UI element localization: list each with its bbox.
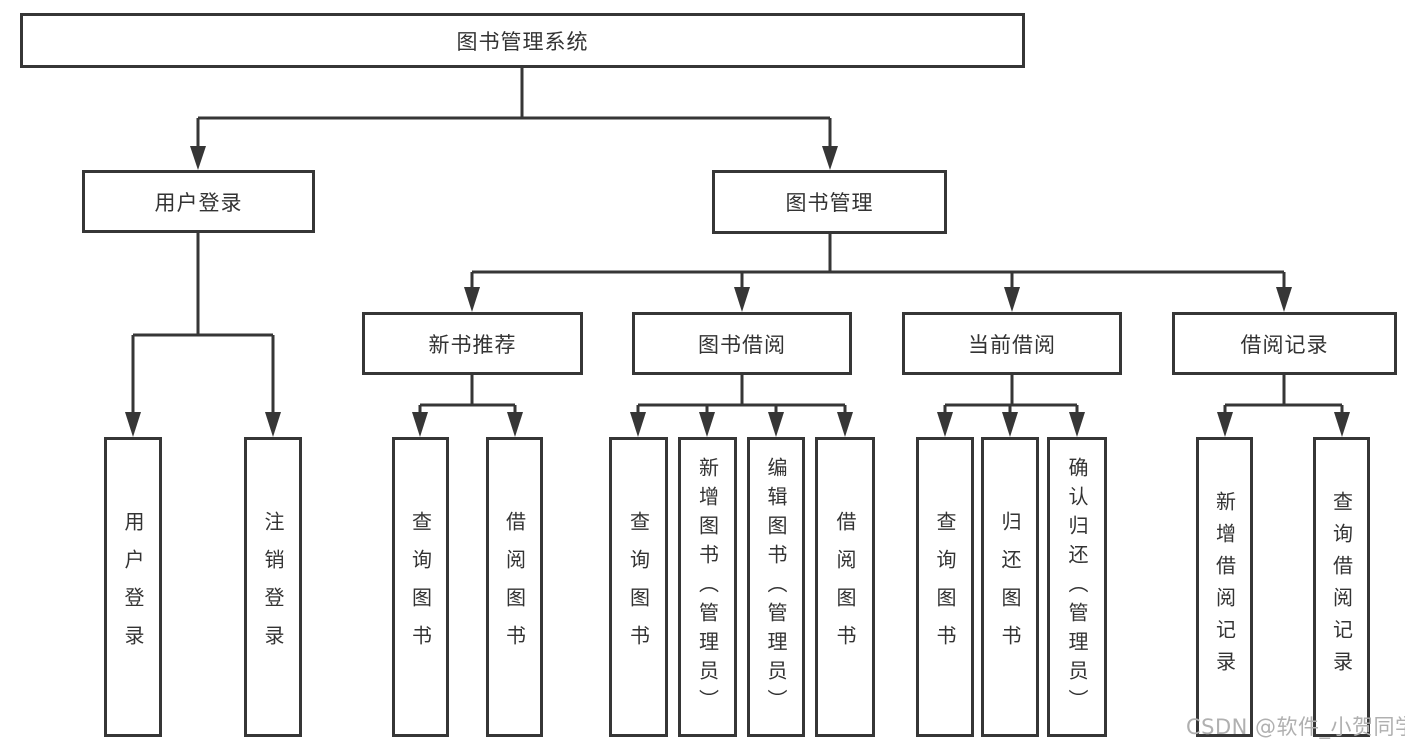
watermark-text: CSDN @软件_小贺同学 bbox=[1186, 715, 1405, 739]
leaf-return-books: 归还图书 bbox=[981, 437, 1039, 737]
node-user-login: 用户登录 bbox=[82, 170, 315, 233]
node-current-borrowing: 当前借阅 bbox=[902, 312, 1122, 375]
leaf-edit-book-admin: 编辑图书（管理员） bbox=[747, 437, 805, 737]
leaf-query-borrow-record: 查询借阅记录 bbox=[1313, 437, 1370, 737]
node-book-borrowing: 图书借阅 bbox=[632, 312, 852, 375]
node-borrowing-records: 借阅记录 bbox=[1172, 312, 1397, 375]
leaf-query-books-current: 查询图书 bbox=[916, 437, 974, 737]
leaf-logout: 注销登录 bbox=[244, 437, 302, 737]
leaf-confirm-return-admin: 确认归还（管理员） bbox=[1047, 437, 1107, 737]
leaf-query-books-borrowing: 查询图书 bbox=[609, 437, 668, 737]
node-book-management: 图书管理 bbox=[712, 170, 947, 234]
leaf-borrow-books-borrowing: 借阅图书 bbox=[815, 437, 875, 737]
leaf-add-book-admin: 新增图书（管理员） bbox=[678, 437, 737, 737]
node-library-management-system: 图书管理系统 bbox=[20, 13, 1025, 68]
leaf-user-login: 用户登录 bbox=[104, 437, 162, 737]
node-new-book-recommendation: 新书推荐 bbox=[362, 312, 583, 375]
leaf-add-borrow-record: 新增借阅记录 bbox=[1196, 437, 1253, 737]
leaf-borrow-books-recommend: 借阅图书 bbox=[486, 437, 543, 737]
leaf-query-books-recommend: 查询图书 bbox=[392, 437, 449, 737]
